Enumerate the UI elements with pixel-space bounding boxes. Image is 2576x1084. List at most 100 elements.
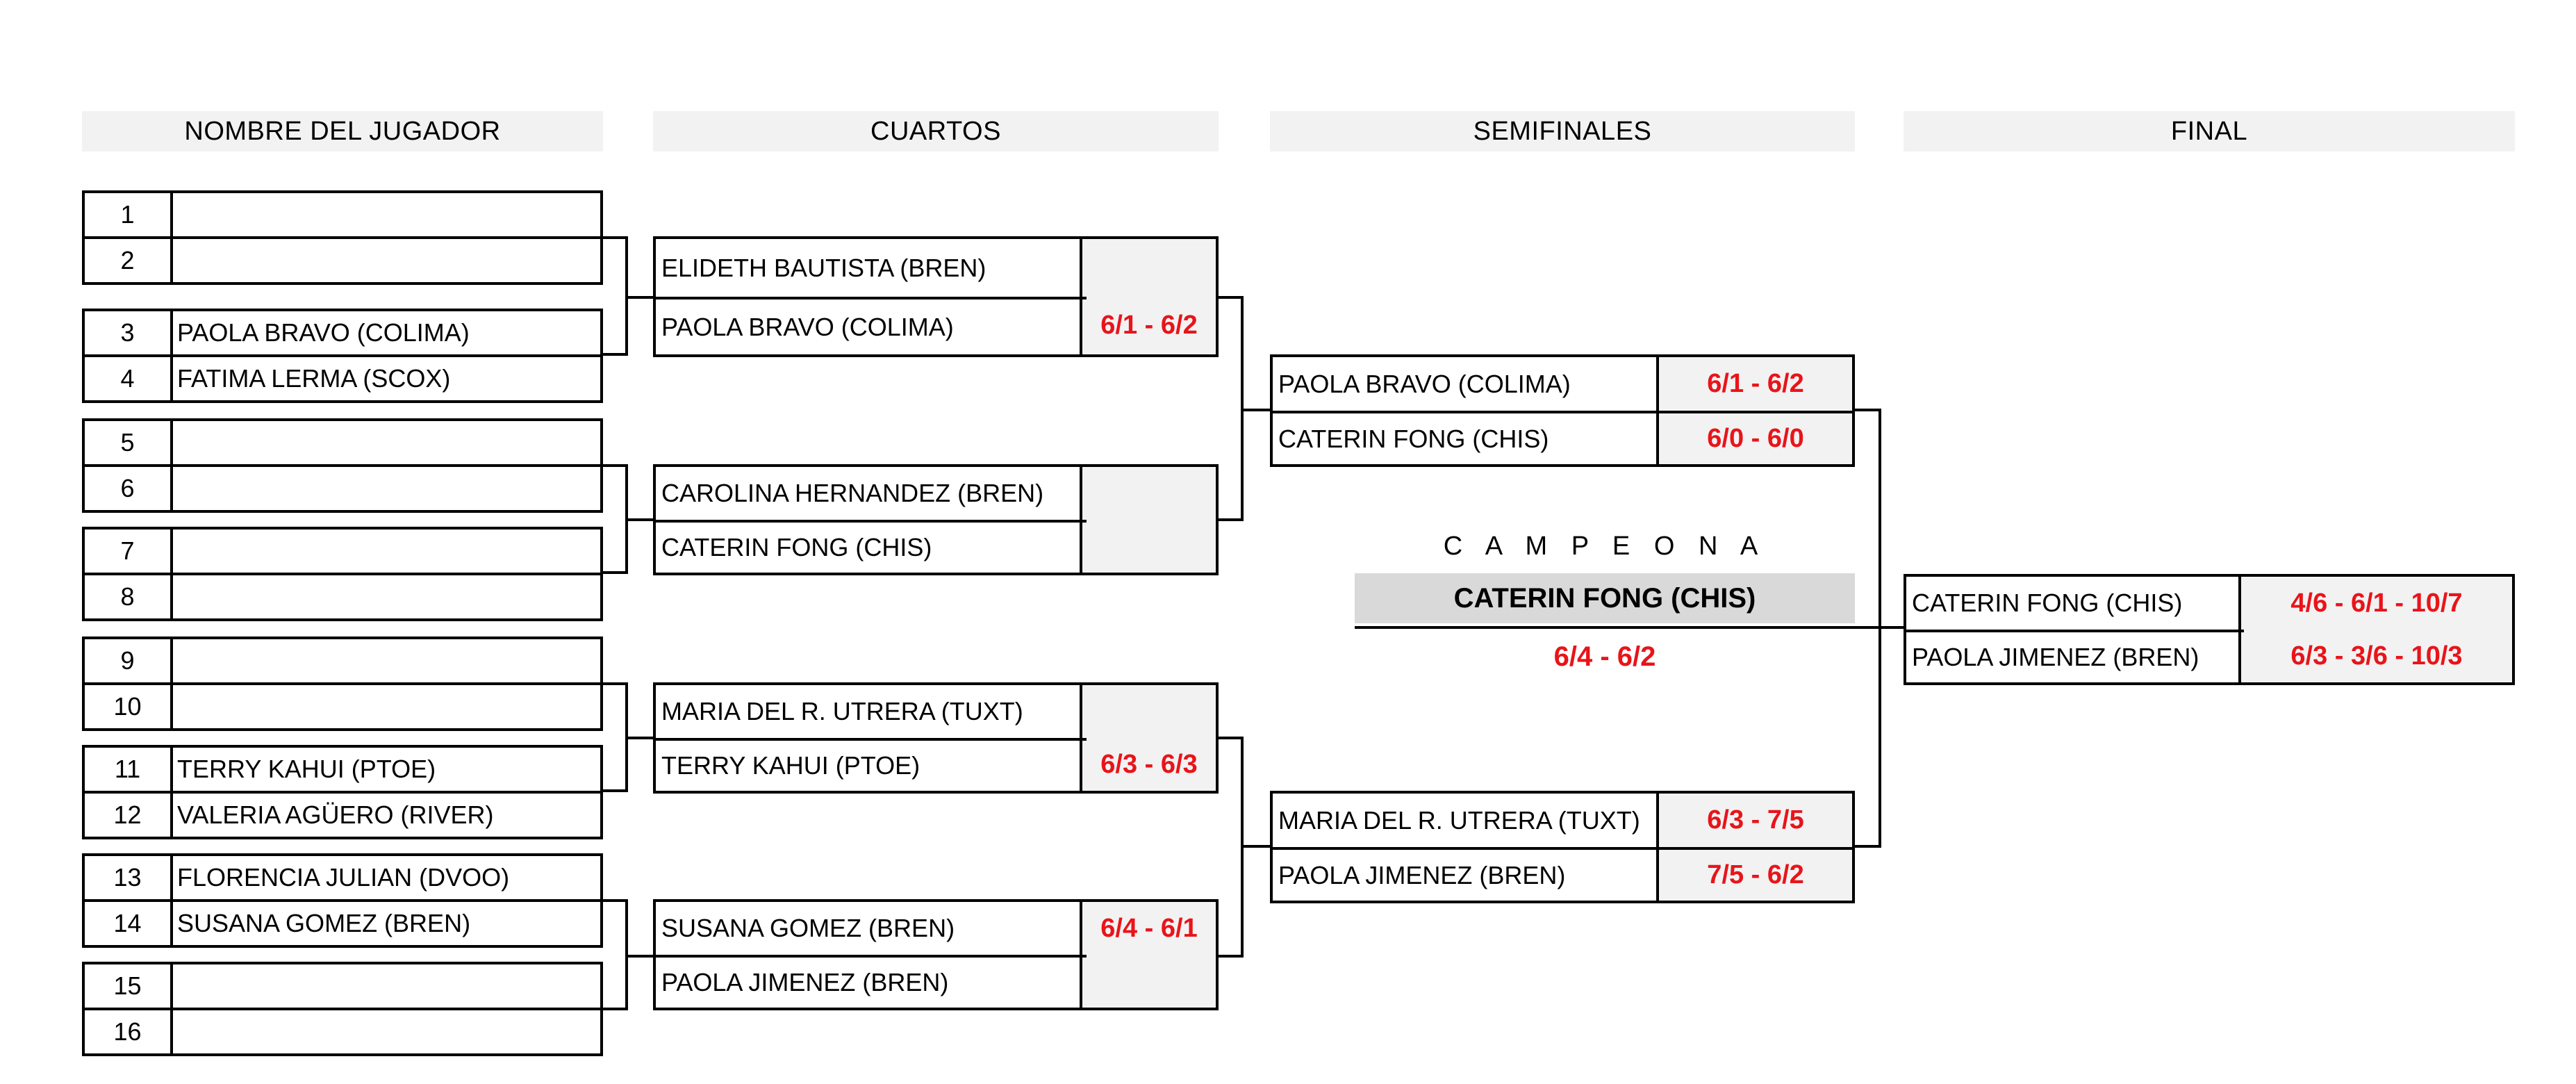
- player-name: TERRY KAHUI (PTOE): [177, 755, 436, 783]
- final-match: 4/6 - 6/1 - 10/7 6/3 - 3/6 - 10/3 CATERI…: [1904, 574, 2515, 685]
- player-name: [177, 239, 596, 282]
- row-divider: [1659, 411, 1852, 413]
- player-slot: 14 SUSANA GOMEZ (BREN): [82, 899, 603, 948]
- match-score: [1082, 955, 1216, 1008]
- row-divider: [656, 738, 1087, 741]
- quarterfinal-match: 6/4 - 6/1 SUSANA GOMEZ (BREN) PAOLA JIME…: [653, 899, 1219, 1010]
- bracket-line: [1216, 518, 1244, 521]
- champion-label: C A M P E O N A: [1443, 532, 1767, 561]
- player-name: [177, 964, 596, 1008]
- bracket-line: [625, 737, 656, 739]
- bracket-line: [1216, 296, 1244, 299]
- player-name: SUSANA GOMEZ (BREN): [177, 909, 471, 937]
- player-name: [177, 575, 596, 618]
- match-score: 6/3 - 3/6 - 10/3: [2290, 641, 2463, 671]
- score-cell: 6/3 - 7/5 7/5 - 6/2: [1656, 794, 1852, 901]
- champion-score: 6/4 - 6/2: [1553, 641, 1656, 672]
- match-score: [1082, 685, 1216, 738]
- row-divider: [1906, 630, 2244, 632]
- champion-name: CATERIN FONG (CHIS): [1355, 573, 1855, 623]
- bracket-line: [600, 1008, 628, 1010]
- bracket-line: [1852, 845, 1881, 848]
- row-divider: [656, 955, 1087, 958]
- player-number: 6: [85, 467, 173, 510]
- player-slot: 12 VALERIA AGÜERO (RIVER): [82, 791, 603, 839]
- player-number: 16: [85, 1010, 173, 1053]
- player-number: 15: [85, 964, 173, 1008]
- score-cell: 6/4 - 6/1: [1080, 902, 1216, 1008]
- match-player: CATERIN FONG (CHIS): [661, 533, 932, 561]
- match-player: PAOLA BRAVO (COLIMA): [1278, 369, 1571, 398]
- bracket-line: [600, 353, 628, 356]
- player-number: 13: [85, 856, 173, 899]
- player-name: FLORENCIA JULIAN (DVOO): [177, 863, 510, 892]
- match-player: PAOLA JIMENEZ (BREN): [1278, 860, 1566, 889]
- player-slot: 16: [82, 1008, 603, 1056]
- match-player: PAOLA JIMENEZ (BREN): [661, 968, 949, 996]
- player-slot: 7: [82, 527, 603, 575]
- match-score: [1082, 239, 1216, 297]
- quarterfinal-match: CAROLINA HERNANDEZ (BREN) CATERIN FONG (…: [653, 464, 1219, 575]
- player-slot: 10: [82, 682, 603, 731]
- player-slot: 5: [82, 418, 603, 467]
- row-divider: [656, 297, 1087, 299]
- bracket-line: [1852, 409, 1881, 411]
- player-number: 8: [85, 575, 173, 618]
- player-slot: 13 FLORENCIA JULIAN (DVOO): [82, 853, 603, 902]
- score-cell: [1080, 467, 1216, 573]
- player-number: 12: [85, 794, 173, 837]
- semifinal-match: 6/3 - 7/5 7/5 - 6/2 MARIA DEL R. UTRERA …: [1270, 791, 1855, 903]
- match-player: MARIA DEL R. UTRERA (TUXT): [1278, 805, 1640, 835]
- player-name: [177, 529, 596, 573]
- score-cell: 6/1 - 6/2: [1080, 239, 1216, 354]
- player-number: 1: [85, 193, 173, 236]
- player-number: 9: [85, 639, 173, 682]
- player-number: 3: [85, 311, 173, 354]
- row-divider: [1659, 847, 1852, 850]
- bracket-line: [625, 518, 656, 521]
- bracket-line: [600, 464, 628, 467]
- header-quarters: CUARTOS: [653, 111, 1219, 151]
- quarterfinal-match: 6/3 - 6/3 MARIA DEL R. UTRERA (TUXT) TER…: [653, 682, 1219, 794]
- match-score: [1082, 467, 1216, 520]
- player-name: [177, 1010, 596, 1053]
- match-score: 6/1 - 6/2: [1100, 311, 1198, 340]
- bracket-line: [1241, 845, 1273, 848]
- match-player: CATERIN FONG (CHIS): [1278, 424, 1549, 453]
- match-player: CAROLINA HERNANDEZ (BREN): [661, 479, 1044, 507]
- player-number: 11: [85, 748, 173, 791]
- player-number: 5: [85, 421, 173, 464]
- bracket-line: [600, 571, 628, 574]
- player-number: 2: [85, 239, 173, 282]
- header-final: FINAL: [1904, 111, 2515, 151]
- match-score: 6/4 - 6/1: [1100, 913, 1198, 943]
- quarterfinal-match: 6/1 - 6/2 ELIDETH BAUTISTA (BREN) PAOLA …: [653, 236, 1219, 357]
- player-slot: 15: [82, 962, 603, 1010]
- player-slot: 3 PAOLA BRAVO (COLIMA): [82, 309, 603, 357]
- player-number: 7: [85, 529, 173, 573]
- player-slot: 6: [82, 464, 603, 513]
- player-name: VALERIA AGÜERO (RIVER): [177, 800, 494, 829]
- match-player: PAOLA JIMENEZ (BREN): [1912, 643, 2199, 671]
- match-player: CATERIN FONG (CHIS): [1912, 589, 2183, 617]
- champion-line: [1355, 626, 1906, 629]
- player-slot: 11 TERRY KAHUI (PTOE): [82, 745, 603, 794]
- player-slot: 9: [82, 637, 603, 685]
- match-score: 6/3 - 6/3: [1100, 749, 1198, 779]
- match-score: 6/0 - 6/0: [1707, 424, 1804, 453]
- match-score: 6/3 - 7/5: [1707, 805, 1804, 835]
- player-number: 14: [85, 902, 173, 945]
- match-score: 6/1 - 6/2: [1707, 369, 1804, 398]
- match-score: [1082, 520, 1216, 573]
- player-slot: 1: [82, 190, 603, 239]
- player-slot: 4 FATIMA LERMA (SCOX): [82, 354, 603, 403]
- bracket-line: [600, 789, 628, 792]
- player-number: 10: [85, 685, 173, 728]
- player-name: [177, 467, 596, 510]
- row-divider: [1273, 847, 1662, 850]
- match-player: SUSANA GOMEZ (BREN): [661, 914, 955, 942]
- player-name: [177, 193, 596, 236]
- bracket-line: [600, 236, 628, 239]
- bracket-line: [1241, 409, 1273, 411]
- score-cell: 6/3 - 6/3: [1080, 685, 1216, 791]
